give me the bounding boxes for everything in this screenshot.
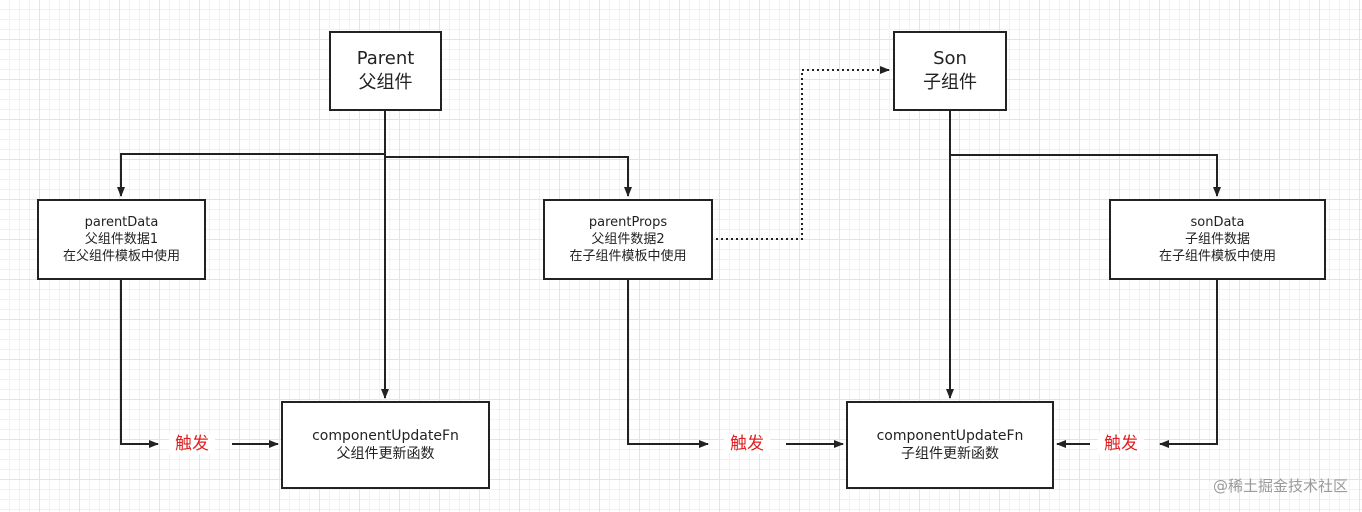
son-data-name: sonData xyxy=(1190,215,1245,230)
parent-node-title: Parent xyxy=(356,48,415,69)
parent-node: Parent 父组件 xyxy=(329,31,442,111)
edge-son-to-son-data xyxy=(950,154,1221,197)
son-update-fn-name: componentUpdateFn xyxy=(876,428,1024,444)
son-node: Son 子组件 xyxy=(893,31,1007,111)
edge-son-data-to-trigger xyxy=(1159,279,1218,448)
parent-update-fn-node: componentUpdateFn 父组件更新函数 xyxy=(281,401,490,489)
trigger-label-left: 触发 xyxy=(169,434,215,454)
son-data-node: sonData 子组件数据 在子组件模板中使用 xyxy=(1109,199,1326,280)
son-update-fn-desc: 子组件更新函数 xyxy=(901,446,999,462)
parent-data-name: parentData xyxy=(84,215,159,230)
parent-data-node: parentData 父组件数据1 在父组件模板中使用 xyxy=(37,199,206,280)
watermark: @稀土掘金技术社区 xyxy=(1212,477,1348,495)
son-data-usage: 在子组件模板中使用 xyxy=(1158,249,1276,264)
son-update-fn-node: componentUpdateFn 子组件更新函数 xyxy=(846,401,1054,489)
trigger-label-middle: 触发 xyxy=(724,434,770,454)
son-node-subtitle: 子组件 xyxy=(923,72,977,93)
parent-node-subtitle: 父组件 xyxy=(358,72,413,93)
parent-props-name: parentProps xyxy=(588,215,668,230)
trigger-label-right: 触发 xyxy=(1098,434,1144,454)
parent-update-fn-name: componentUpdateFn xyxy=(312,428,459,444)
parent-update-fn-desc: 父组件更新函数 xyxy=(336,446,435,462)
parent-props-node: parentProps 父组件数据2 在子组件模板中使用 xyxy=(543,199,713,280)
edge-parent-props-to-son-dotted xyxy=(711,66,890,240)
edge-parent-to-parent-data xyxy=(117,153,385,197)
parent-data-desc: 父组件数据1 xyxy=(84,232,159,247)
parent-props-desc: 父组件数据2 xyxy=(591,232,665,247)
edge-parent-props-to-trigger xyxy=(627,279,709,448)
son-node-title: Son xyxy=(933,48,967,69)
son-data-desc: 子组件数据 xyxy=(1184,232,1250,247)
edge-parent-to-parent-props xyxy=(385,156,632,197)
edge-parent-data-to-trigger xyxy=(120,279,159,448)
parent-props-usage: 在子组件模板中使用 xyxy=(569,249,687,264)
parent-data-usage: 在父组件模板中使用 xyxy=(62,249,180,264)
